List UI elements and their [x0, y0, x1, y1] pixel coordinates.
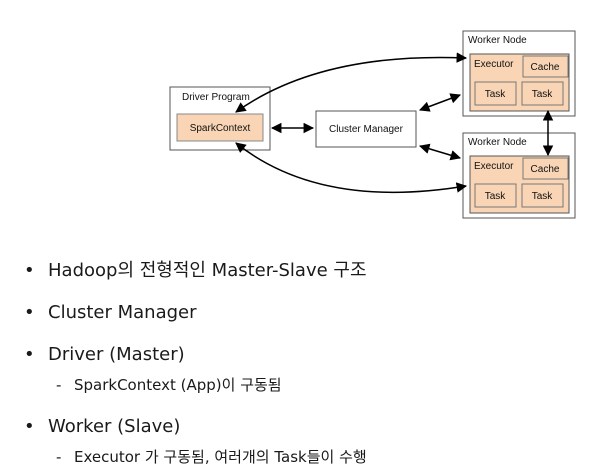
arrow-cluster-worker1: [419, 93, 461, 112]
task-2a-label: Task: [485, 191, 507, 202]
spark-context-box: [176, 113, 264, 142]
task-1a-box: [474, 81, 517, 106]
cache-2-box: [522, 157, 569, 180]
driver-program-title: Driver Program: [182, 92, 250, 103]
executor-2-label: Executor: [474, 161, 514, 172]
executor-1-label: Executor: [474, 59, 514, 70]
bullet-list: Hadoop의 전형적인 Master-Slave 구조 Cluster Man…: [24, 258, 594, 468]
bullet-item: Worker (Slave): [24, 414, 594, 440]
worker-node-1-title: Worker Node: [468, 35, 527, 46]
sub-bullet-item: SparkContext (App)이 구동됨: [24, 374, 594, 396]
worker-node-1: Worker Node Executor Cache Task Task: [462, 30, 576, 117]
spark-context-label: SparkContext: [190, 123, 251, 134]
cache-2-label: Cache: [531, 164, 560, 175]
bullet-item: Driver (Master): [24, 342, 594, 368]
worker-node-2-title: Worker Node: [468, 137, 527, 148]
cache-1-label: Cache: [531, 62, 560, 73]
arrow-cluster-worker2: [418, 143, 462, 161]
arrow-driver-worker1: [235, 52, 468, 113]
cluster-manager-box: Cluster Manager: [315, 110, 417, 148]
bullet-item: Cluster Manager: [24, 300, 594, 326]
arrow-driver-worker2: [235, 142, 468, 194]
cluster-manager-label: Cluster Manager: [329, 124, 404, 135]
spark-architecture-diagram: Driver Program SparkContext Cluster Mana…: [169, 30, 576, 219]
worker-node-2: Worker Node Executor Cache Task Task: [462, 132, 576, 219]
driver-program-box: Driver Program SparkContext: [169, 86, 271, 151]
bullet-item: Hadoop의 전형적인 Master-Slave 구조: [24, 258, 594, 284]
cache-1-box: [522, 55, 569, 78]
task-2b-box: [521, 183, 564, 208]
task-2b-label: Task: [532, 191, 554, 202]
sub-bullet-item: Executor 가 구동됨, 여러개의 Task들이 수행: [24, 446, 594, 468]
task-1a-label: Task: [485, 89, 507, 100]
task-1b-label: Task: [532, 89, 554, 100]
task-1b-box: [521, 81, 564, 106]
task-2a-box: [474, 183, 517, 208]
